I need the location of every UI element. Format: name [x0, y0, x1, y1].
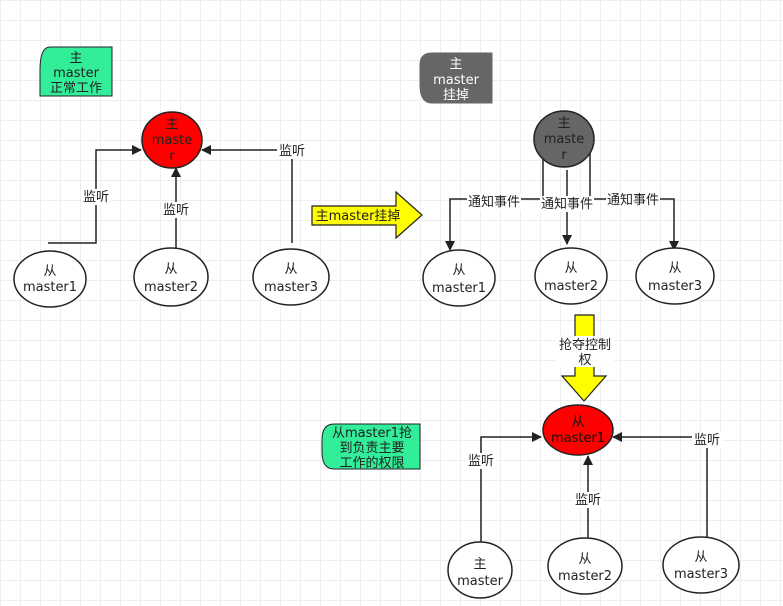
note-master-ok-line2: master	[53, 66, 99, 81]
note-slave-won-line1: 从master1抢	[332, 425, 412, 441]
state2-slave-1: 从 master1	[422, 249, 496, 307]
transition-arrow-2: 抢夺控制 权	[556, 314, 614, 402]
state2-label-master1: 通知事件	[468, 194, 520, 210]
state2-slave-1-line1: 从	[452, 263, 465, 278]
state1-master-line1: 主	[165, 117, 178, 132]
state2-master-line3: r	[561, 148, 567, 163]
state3-node-2-line1: 从	[578, 552, 591, 567]
state3-master-line1: 从	[571, 415, 584, 430]
transition-arrow-2-line2: 权	[578, 352, 591, 368]
state1-master-line2: maste	[152, 133, 193, 148]
note-slave-won: 从master1抢 到负责主要 工作的权限	[321, 423, 421, 471]
state3-edge-master	[480, 432, 542, 548]
state3-slave-2: 从 master2	[547, 537, 623, 595]
note-master-ok-line1: 主	[69, 51, 82, 66]
state1-label-master2: 监听	[163, 203, 189, 218]
state2-master-node-down: 主 maste r	[533, 110, 595, 168]
state2-label-master3: 通知事件	[607, 192, 659, 208]
state1-slave-3-line2: master3	[264, 280, 318, 295]
state1-slave-3-line1: 从	[284, 262, 297, 277]
state1-slave-2: 从 master2	[133, 247, 209, 307]
state1-label-master3: 监听	[279, 144, 305, 159]
note-slave-won-line3: 工作的权限	[339, 455, 404, 471]
state1-master-node: 主 maste r	[141, 111, 203, 169]
state3-node-3-line2: master3	[674, 567, 728, 582]
state3-node-1-line1: 主	[473, 557, 486, 572]
transition-arrow-2-line1: 抢夺控制	[559, 337, 611, 353]
state2-slave-3-line1: 从	[668, 261, 681, 276]
note-master-down: 主 master 挂掉	[419, 52, 493, 104]
state2-slave-2: 从 master2	[534, 247, 608, 305]
transition-arrow-1: 主master挂掉	[311, 190, 423, 240]
note-master-ok-line3: 正常工作	[50, 81, 102, 96]
state3-node-3-line1: 从	[694, 550, 707, 565]
state1-slave-1-line2: master1	[23, 280, 77, 295]
state2-edges: 通知事件 通知事件 通知事件	[445, 150, 679, 251]
state1-slave-2-line1: 从	[164, 262, 177, 277]
state2-slave-1-line2: master1	[432, 281, 486, 296]
state1-edges: 监听 监听 监听	[48, 143, 307, 248]
state1-slave-1-line1: 从	[43, 264, 56, 279]
state2-slave-3-line2: master3	[648, 279, 702, 294]
state3-edge-master3	[612, 432, 708, 538]
state2-master-line1: 主	[557, 116, 570, 131]
note-master-down-line1: 主	[449, 57, 462, 72]
note-master-down-line3: 挂掉	[443, 88, 469, 103]
state3-label-master: 监听	[468, 454, 494, 469]
state1-label-master1: 监听	[83, 190, 109, 205]
state3-old-master-node: 主 master	[447, 541, 513, 599]
state3-master-line2: master1	[551, 431, 605, 446]
state2-slave-3: 从 master3	[635, 247, 715, 305]
note-master-down-line2: master	[433, 73, 479, 88]
state1-master-line3: r	[169, 149, 175, 164]
state3-new-master-node: 从 master1	[542, 404, 614, 456]
note-slave-won-line2: 到负责主要	[339, 441, 404, 456]
state1-slave-1: 从 master1	[13, 250, 87, 308]
state3-node-2-line2: master2	[558, 569, 612, 584]
state1-slave-3: 从 master3	[252, 248, 330, 306]
state2-slave-2-line2: master2	[544, 279, 598, 294]
state2-slave-2-line1: 从	[564, 261, 577, 276]
note-master-ok: 主 master 正常工作	[39, 46, 113, 97]
state3-slave-3: 从 master3	[662, 536, 740, 594]
state2-label-master2: 通知事件	[541, 196, 593, 212]
state1-edge-master3	[201, 145, 293, 243]
state3-edges: 监听 监听 监听	[466, 432, 722, 548]
transition-arrow-1-label: 主master挂掉	[316, 209, 401, 224]
state1-slave-2-line2: master2	[144, 280, 198, 295]
state3-label-master3: 监听	[694, 433, 720, 448]
state3-node-1-line2: master	[457, 574, 503, 589]
state2-master-line2: maste	[544, 132, 585, 147]
state3-label-master2: 监听	[575, 493, 601, 508]
